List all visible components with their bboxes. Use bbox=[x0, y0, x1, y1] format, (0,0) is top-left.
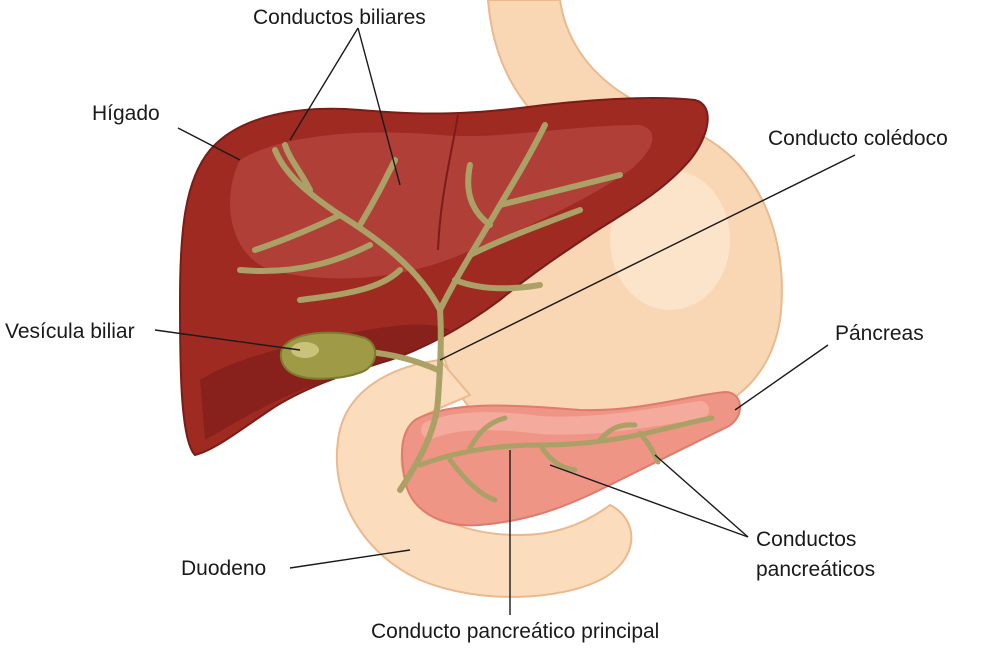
leader-conductos-pancreaticos-a bbox=[549, 464, 749, 538]
label-higado: Hígado bbox=[92, 102, 160, 125]
leader-pancreas bbox=[734, 344, 829, 411]
pancreas-group bbox=[401, 390, 741, 527]
gallbladder-group bbox=[279, 331, 377, 380]
label-duodeno: Duodeno bbox=[181, 557, 266, 580]
common-bile-duct bbox=[397, 307, 444, 493]
label-conductos-pancreaticos-line1: Conductos bbox=[756, 528, 856, 551]
leader-conductos-biliares-a bbox=[289, 27, 359, 141]
label-conducto-coledoco: Conducto colédoco bbox=[768, 127, 948, 150]
gallbladder bbox=[279, 331, 377, 380]
bile-branch-9 bbox=[452, 277, 543, 292]
bile-branch-7 bbox=[467, 207, 583, 258]
pancreatic-branch-4 bbox=[637, 430, 661, 465]
liver-highlight bbox=[230, 125, 653, 279]
bile-branch-4 bbox=[282, 142, 313, 193]
leader-conductos-pancreaticos-b bbox=[654, 454, 749, 538]
leader-conducto-coledoco bbox=[439, 154, 856, 361]
pancreatic-branch-2 bbox=[537, 442, 578, 473]
leader-higado bbox=[177, 127, 241, 161]
labels: Conductos biliares Hígado Conducto coléd… bbox=[5, 6, 948, 643]
label-conductos-biliares: Conductos biliares bbox=[253, 6, 426, 29]
leader-duodeno bbox=[289, 549, 411, 569]
leader-conductos-biliares-b bbox=[357, 27, 401, 186]
label-pancreas: Páncreas bbox=[835, 322, 924, 345]
bile-ducts bbox=[237, 122, 623, 493]
pancreatic-ducts bbox=[417, 415, 715, 503]
leader-lines bbox=[154, 27, 856, 615]
pancreatic-branch-3 bbox=[597, 422, 638, 443]
pancreatic-branch-5 bbox=[447, 457, 498, 503]
bile-branch-1 bbox=[252, 212, 343, 253]
liver-lobe-division bbox=[437, 114, 459, 251]
bile-branch-8 bbox=[497, 172, 623, 208]
cystic-duct bbox=[367, 349, 441, 373]
label-conducto-pancreatico-principal: Conducto pancreático principal bbox=[371, 620, 659, 643]
leader-vesicula-biliar bbox=[154, 329, 301, 351]
pancreatic-branch-1 bbox=[467, 415, 508, 451]
gallbladder-highlight bbox=[291, 342, 319, 358]
stomach-highlight bbox=[610, 170, 730, 310]
label-conductos-pancreaticos-line2: pancreáticos bbox=[756, 558, 875, 581]
main-pancreatic-duct bbox=[417, 415, 715, 468]
label-vesicula-biliar: Vesícula biliar bbox=[5, 320, 135, 343]
bile-branch-5 bbox=[357, 157, 398, 228]
pancreas-texture bbox=[421, 401, 709, 439]
bile-branch-10 bbox=[465, 162, 493, 228]
bile-branch-2 bbox=[237, 242, 373, 274]
bile-branch-3 bbox=[297, 267, 403, 303]
